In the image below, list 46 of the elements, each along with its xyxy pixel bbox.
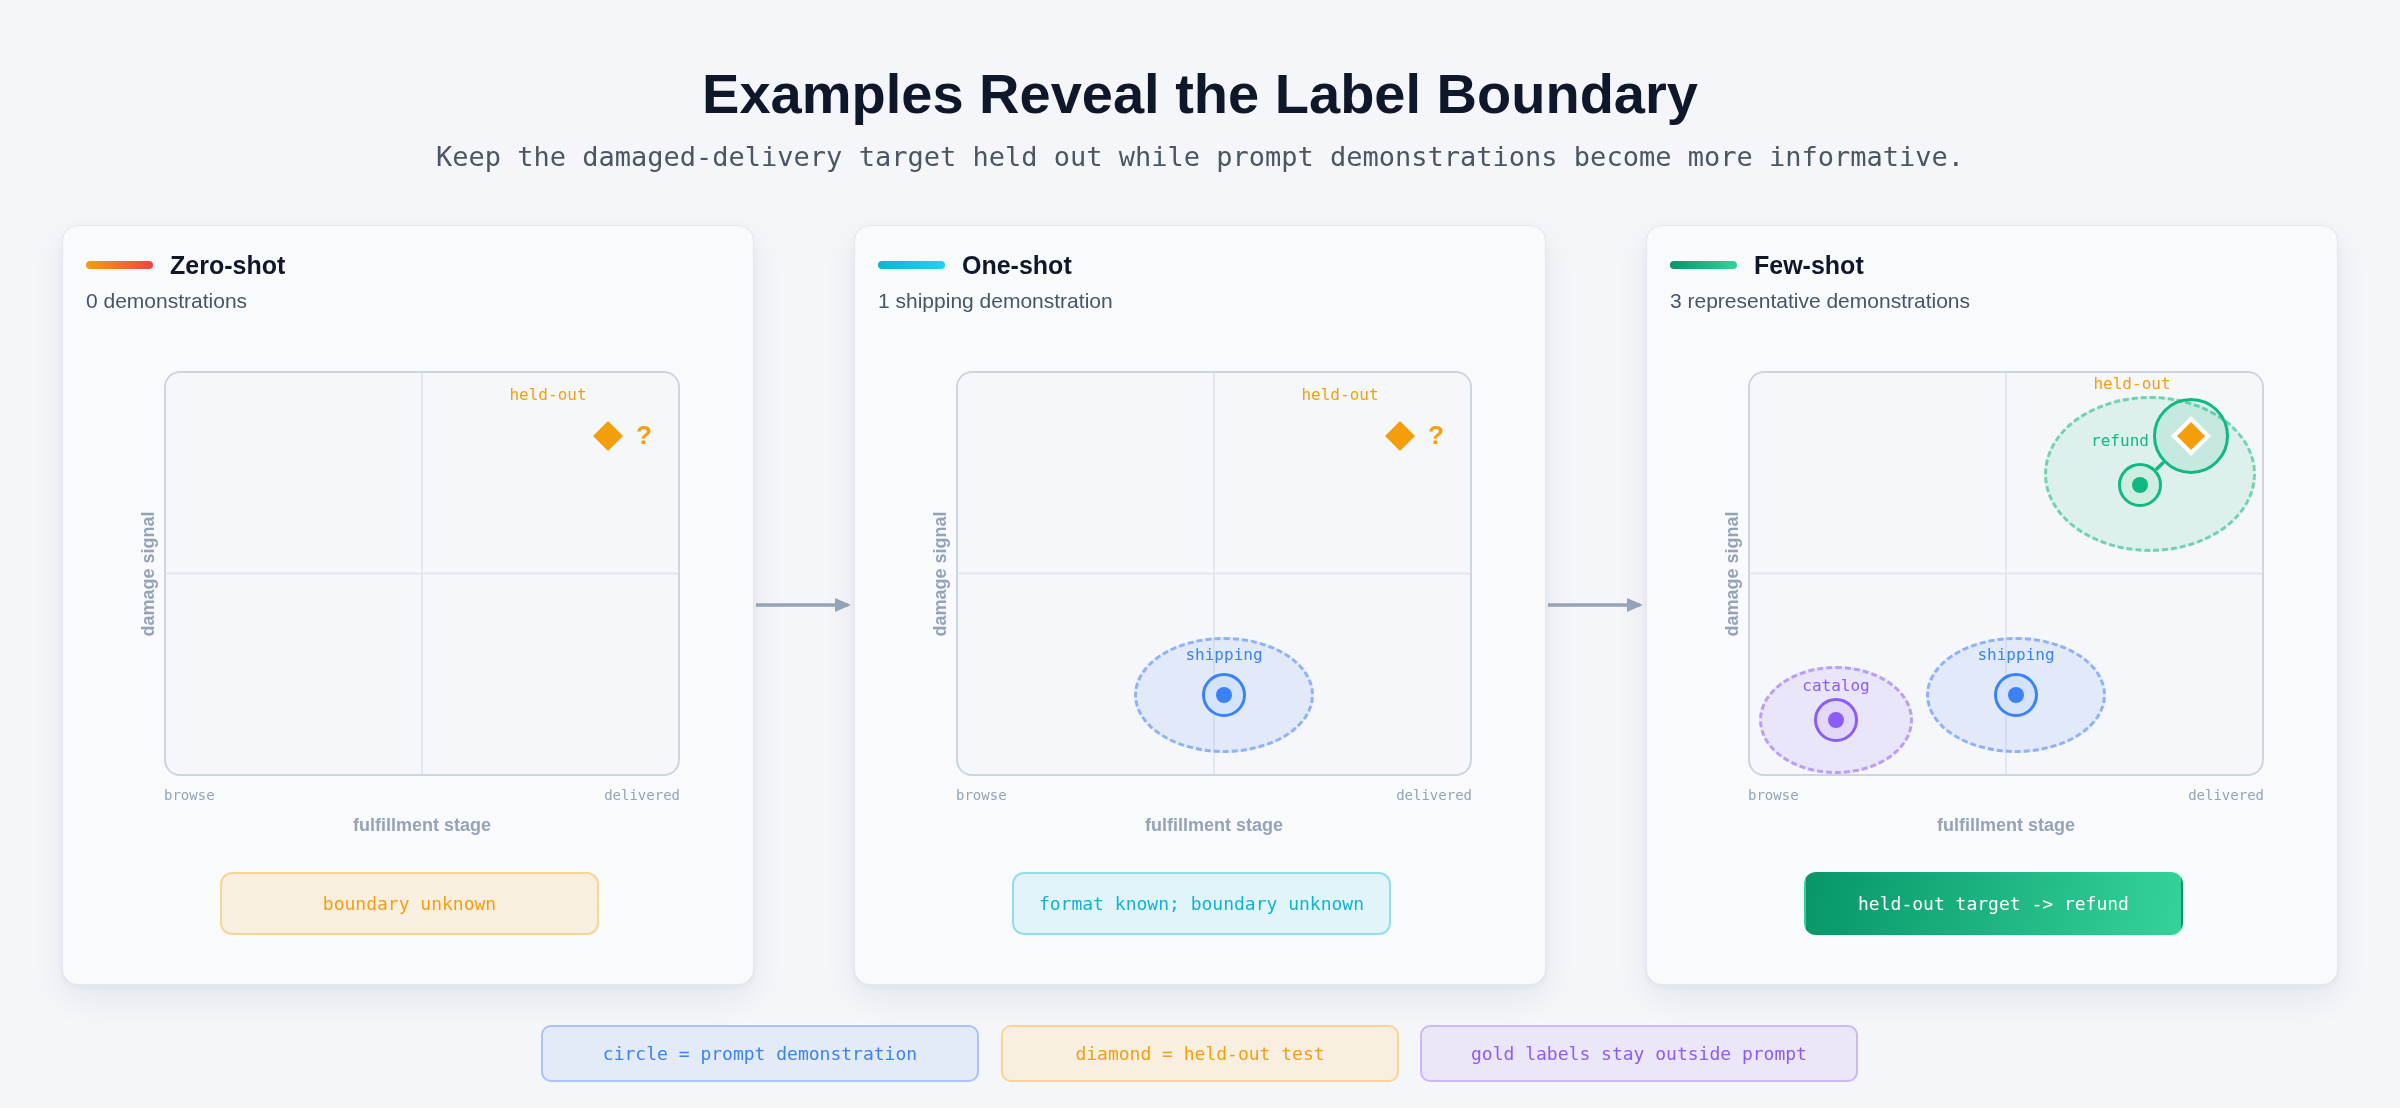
ringed-dot-icon — [1202, 673, 1246, 717]
axis-title: damage signal — [1721, 511, 1743, 637]
point-label: held-out — [2093, 373, 2171, 393]
highlight-ring — [2153, 398, 2229, 474]
axis-tick-label: delivered — [1396, 786, 1472, 804]
axis-title: fulfillment stage — [1145, 814, 1283, 836]
cluster-label: refund — [2091, 430, 2149, 450]
axis-tick-label: browse — [956, 786, 1007, 804]
panel-card — [1646, 225, 2338, 985]
panel-card — [854, 225, 1546, 985]
question-mark: ? — [636, 420, 652, 450]
legend-key: gold labels stay outside prompt — [1420, 1025, 1858, 1082]
cluster-label: shipping — [1185, 644, 1263, 664]
point-label: held-out — [1301, 384, 1379, 404]
point-label: held-out — [509, 384, 587, 404]
cluster-label: shipping — [1977, 644, 2055, 664]
cluster-label: catalog — [1802, 675, 1870, 695]
panel-title: One-shot — [962, 250, 1072, 280]
ringed-dot-icon — [1994, 673, 2038, 717]
axis-title: fulfillment stage — [1937, 814, 2075, 836]
axis-tick-label: browse — [1748, 786, 1799, 804]
axis-tick-label: delivered — [604, 786, 680, 804]
axis-title: damage signal — [137, 511, 159, 637]
ringed-dot-icon — [2118, 463, 2162, 507]
result-callout: boundary unknown — [220, 872, 599, 935]
panel-title: Few-shot — [1754, 250, 1864, 280]
ringed-dot-icon — [1814, 698, 1858, 742]
axis-tick-label: delivered — [2188, 786, 2264, 804]
panel-subtitle: 0 demonstrations — [86, 288, 248, 313]
axis-tick-label: browse — [164, 786, 215, 804]
axis-title: damage signal — [929, 511, 951, 637]
panel-card — [62, 225, 754, 985]
panel-title: Zero-shot — [170, 250, 286, 280]
arrow — [756, 598, 851, 612]
result-callout: format known; boundary unknown — [1012, 872, 1391, 935]
result-callout: held-out target -> refund — [1804, 872, 2183, 935]
question-mark: ? — [1428, 420, 1444, 450]
connector-line — [2154, 461, 2165, 472]
axis-title: fulfillment stage — [353, 814, 491, 836]
panel-subtitle: 3 representative demonstrations — [1670, 288, 1970, 313]
diagram-subtitle: Keep the damaged-delivery target held out while prompt demonstrations become more informative. — [436, 141, 1964, 173]
arrow — [1548, 598, 1643, 612]
legend-key: diamond = held-out test — [1001, 1025, 1399, 1082]
panel-subtitle: 1 shipping demonstration — [878, 288, 1113, 313]
diagram-title: Examples Reveal the Label Boundary — [702, 62, 1698, 126]
legend-key: circle = prompt demonstration — [541, 1025, 979, 1082]
